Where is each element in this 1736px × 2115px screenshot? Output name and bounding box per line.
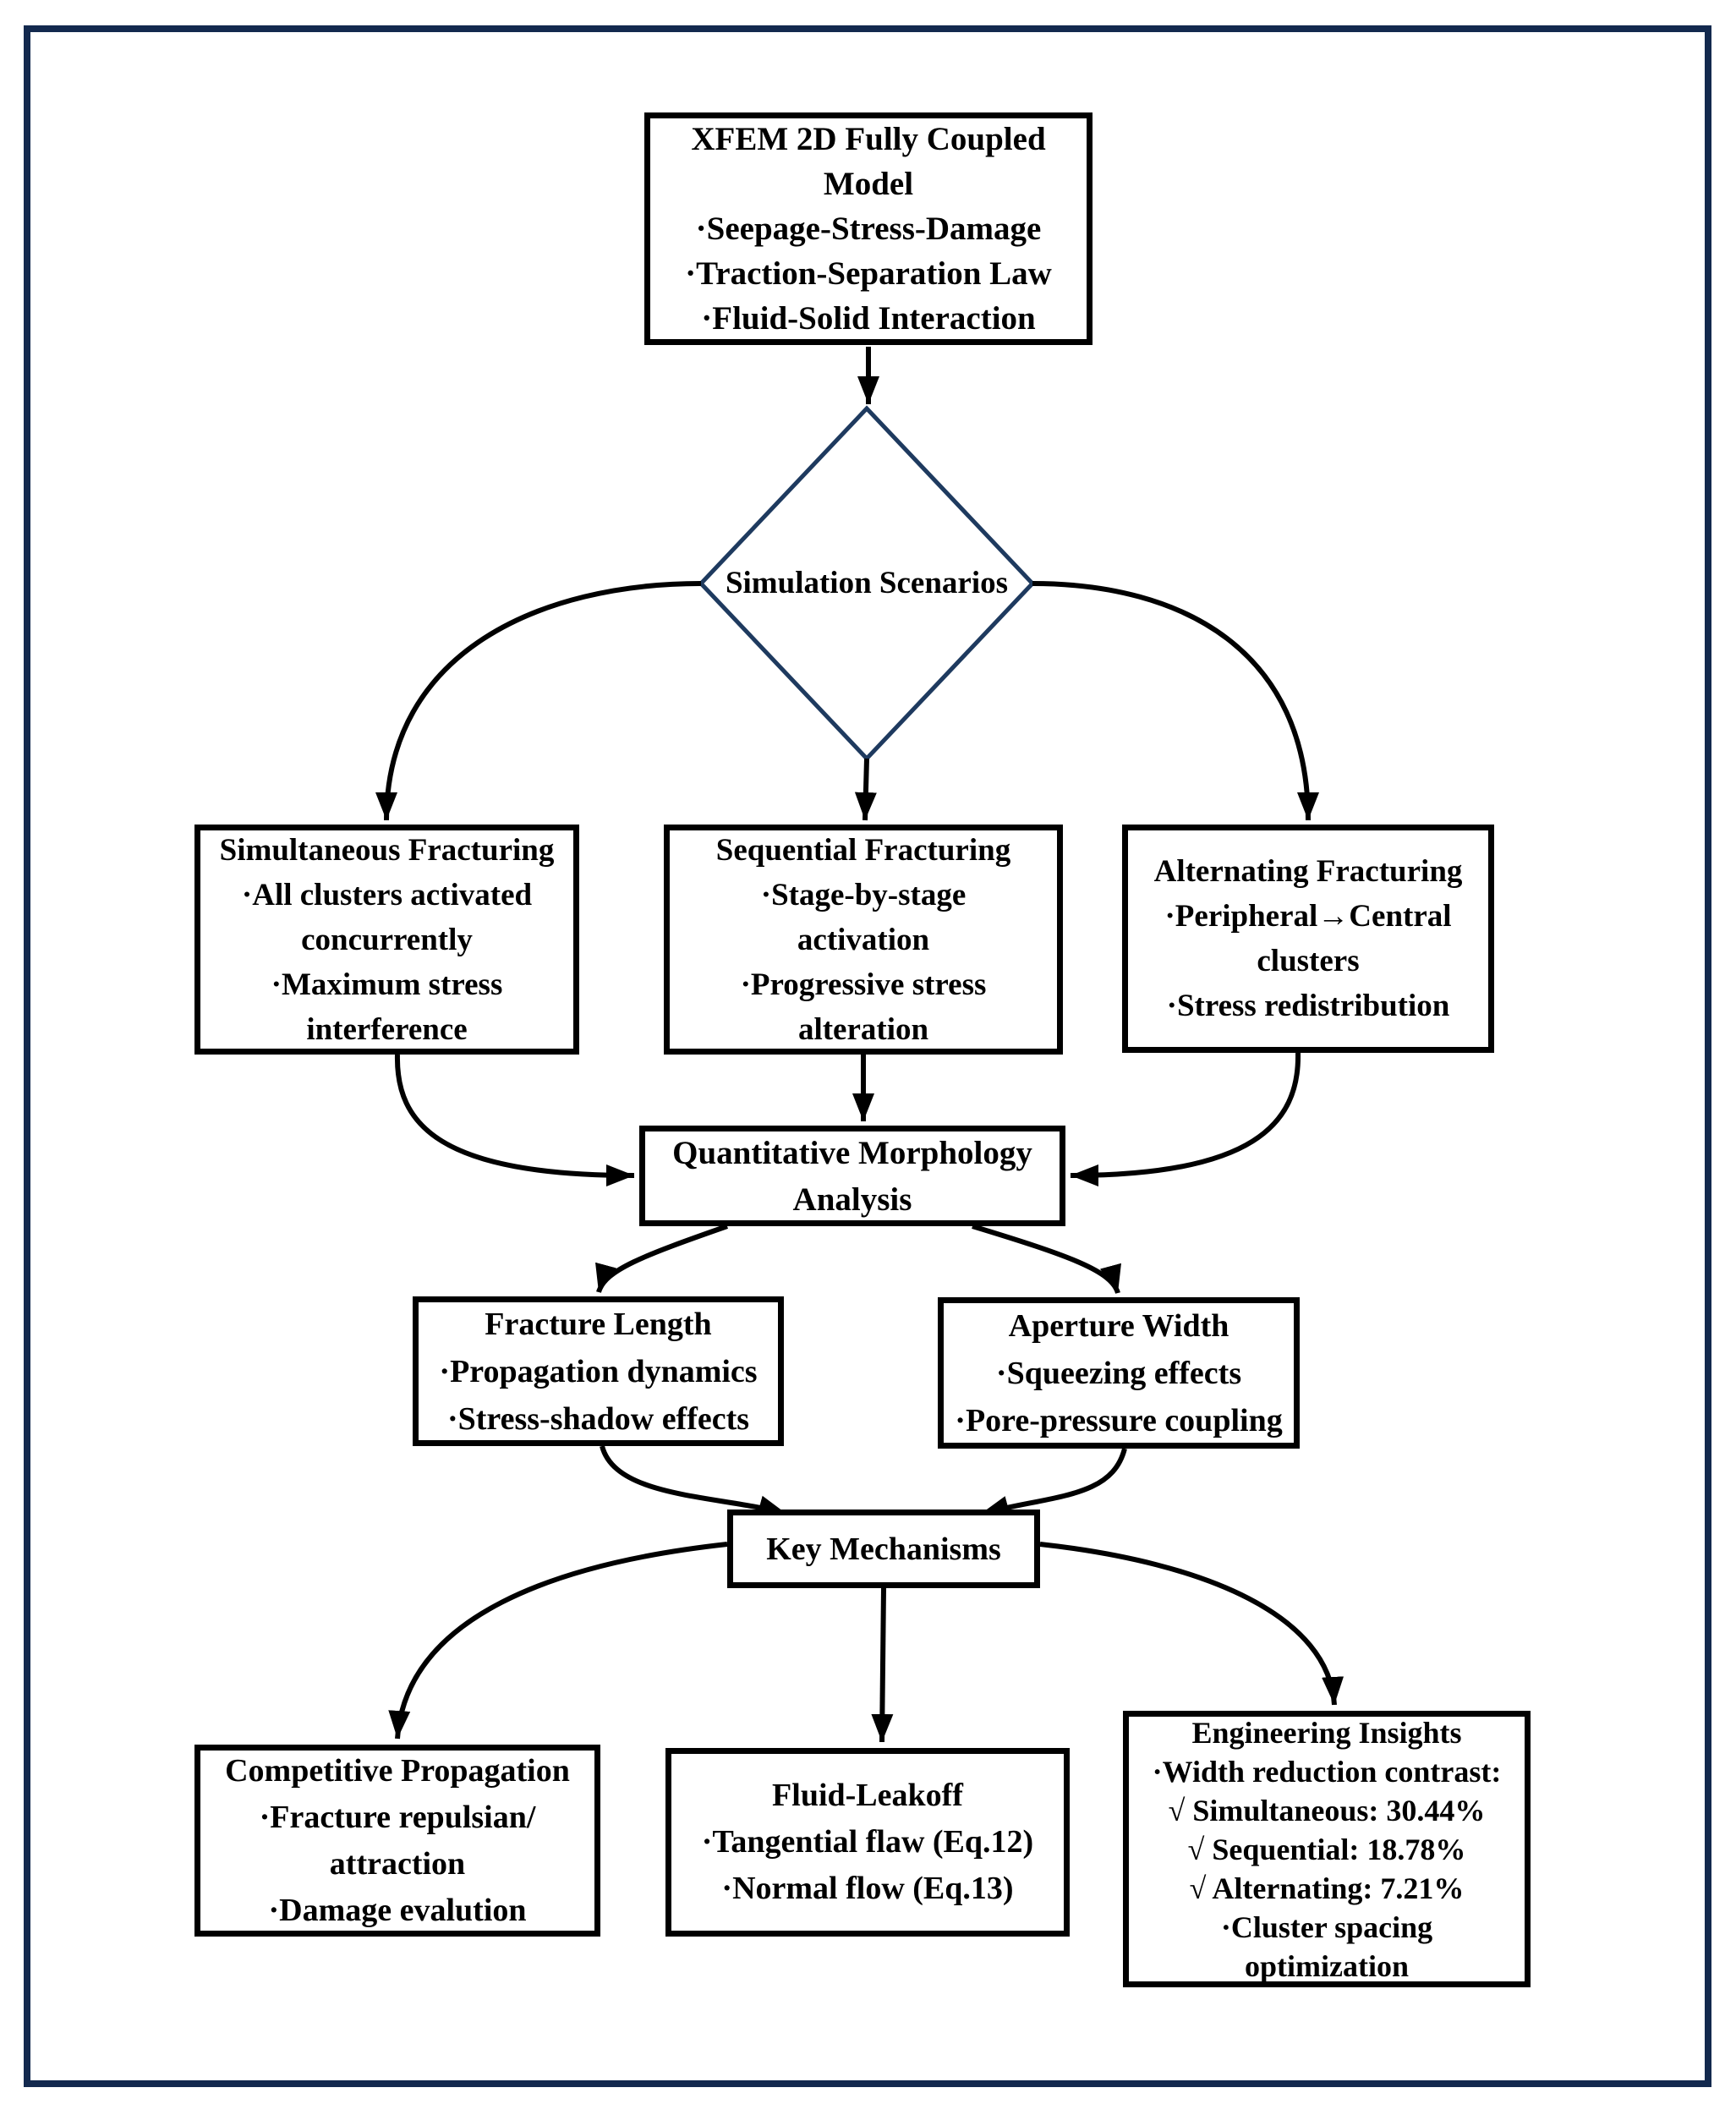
box-bullet: ·Squeezing effects [995, 1355, 1242, 1391]
box-bullet: ·Maximum stress [271, 967, 503, 1002]
competitive-propagation-box: Competitive Propagation ·Fracture repuls… [194, 1745, 600, 1937]
engineering-insights-box: Engineering Insights ·Width reduction co… [1123, 1711, 1531, 1987]
box-title-line: Engineering Insights [1191, 1715, 1462, 1750]
arrow-key-mechanisms-to-fluid-leakoff [871, 1587, 894, 1743]
model-bullet: ·Seepage-Stress-Damage [695, 211, 1042, 247]
arrow-simultaneous-to-qma [394, 1054, 635, 1186]
arrow-qma-to-aperture-width [972, 1224, 1121, 1295]
box-title-line: Aperture Width [1008, 1307, 1229, 1344]
box-title-line: Sequential Fracturing [715, 832, 1011, 868]
arrow-fracture-length-to-key-mechanisms [600, 1445, 787, 1517]
box-bullet: interference [306, 1011, 468, 1047]
alternating-fracturing-box: Alternating Fracturing ·Peripheral→Centr… [1122, 825, 1494, 1053]
box-bullet: ·Width reduction contrast: [1152, 1754, 1502, 1789]
box-bullet: ·Peripheral→Central [1164, 899, 1452, 934]
box-title-line: Key Mechanisms [766, 1531, 1001, 1567]
box-bullet: ·Damage evalution [268, 1892, 527, 1928]
sequential-fracturing-box: Sequential Fracturing ·Stage-by-stage ac… [664, 825, 1063, 1055]
box-bullet: alteration [797, 1011, 929, 1047]
arrow-diamond-to-sequential [854, 758, 877, 821]
box-bullet: ·Fracture repulsian/ [259, 1799, 536, 1835]
box-check-item: √ Simultaneous: 30.44% [1168, 1793, 1486, 1827]
model-title-line: XFEM 2D Fully Coupled [691, 121, 1046, 157]
key-mechanisms-box: Key Mechanisms [727, 1510, 1040, 1588]
model-title-line: Model [823, 166, 914, 202]
box-bullet: ·All clusters activated [241, 877, 533, 912]
box-bullet: activation [797, 922, 930, 957]
decision-diamond-label: Simulation Scenarios [725, 566, 1009, 600]
box-title-line: Simultaneous Fracturing [219, 832, 555, 868]
arrow-diamond-to-simultaneous [375, 581, 702, 821]
box-title-line: Competitive Propagation [225, 1752, 570, 1789]
model-box: XFEM 2D Fully Coupled Model ·Seepage-Str… [644, 112, 1093, 345]
box-bullet: ·Propagation dynamics [439, 1353, 758, 1389]
box-title-line: Alternating Fracturing [1153, 854, 1463, 889]
box-bullet: ·Normal flow (Eq.13) [721, 1871, 1014, 1906]
arrow-key-mechanisms-to-engineering [1039, 1542, 1344, 1706]
box-bullet: optimization [1245, 1948, 1409, 1983]
arrow-alternating-to-qma [1070, 1052, 1301, 1186]
box-bullet: ·Progressive stress [740, 967, 987, 1002]
fracture-length-box: Fracture Length ·Propagation dynamics ·S… [413, 1296, 784, 1446]
aperture-width-box: Aperture Width ·Squeezing effects ·Pore-… [938, 1297, 1300, 1449]
box-title-line: Analysis [792, 1181, 912, 1218]
box-bullet: ·Stress-shadow effects [446, 1400, 750, 1437]
box-bullet: concurrently [301, 922, 473, 957]
box-bullet: ·Stress redistribution [1166, 989, 1450, 1023]
box-bullet: clusters [1257, 944, 1360, 978]
box-check-item: √ Sequential: 18.78% [1187, 1832, 1466, 1866]
quantitative-morphology-box: Quantitative Morphology Analysis [639, 1126, 1065, 1226]
box-title-line: Quantitative Morphology [672, 1134, 1032, 1171]
arrow-qma-to-fracture-length [595, 1224, 728, 1294]
simultaneous-fracturing-box: Simultaneous Fracturing ·All clusters ac… [194, 825, 579, 1055]
box-bullet: ·Pore-pressure coupling [955, 1402, 1283, 1438]
box-check-item: √ Alternating: 7.21% [1189, 1871, 1465, 1905]
box-bullet: ·Cluster spacing [1220, 1910, 1433, 1944]
page-border-frame [24, 25, 1711, 2087]
box-bullet: ·Stage-by-stage [760, 877, 967, 912]
box-title-line: Fracture Length [485, 1306, 712, 1342]
model-bullet: ·Traction-Separation Law [685, 255, 1052, 292]
fluid-leakoff-box: Fluid-Leakoff ·Tangential flaw (Eq.12) ·… [665, 1748, 1070, 1937]
box-bullet: ·Tangential flaw (Eq.12) [701, 1824, 1034, 1860]
box-title-line: Fluid-Leakoff [772, 1778, 963, 1813]
arrow-aperture-width-to-key-mechanisms [980, 1448, 1127, 1518]
model-bullet: ·Fluid-Solid Interaction [701, 300, 1036, 337]
arrow-key-mechanisms-to-competitive [388, 1542, 728, 1740]
box-bullet: attraction [329, 1845, 466, 1882]
arrow-diamond-to-alternating [1032, 581, 1319, 821]
